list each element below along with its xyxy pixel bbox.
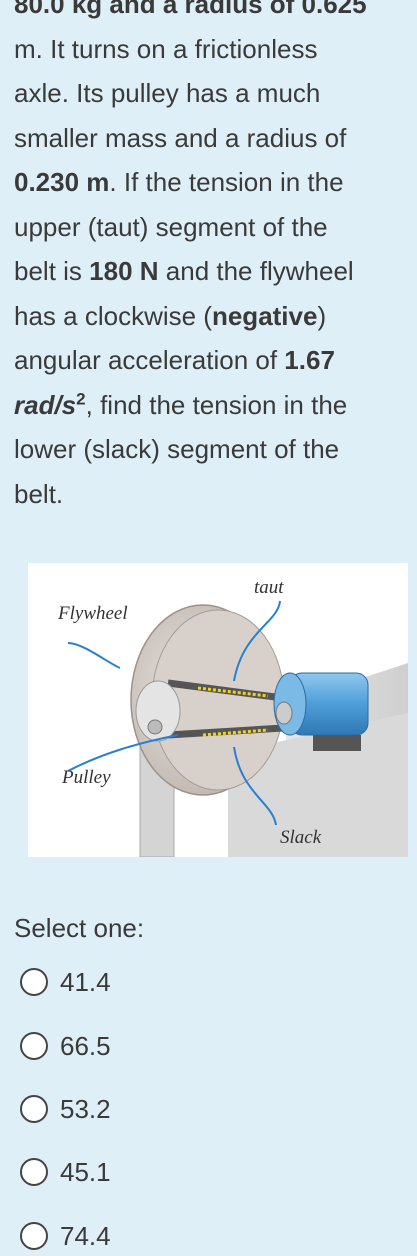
radio-button[interactable] [20,1222,48,1250]
answer-option[interactable]: 53.2 [14,1089,214,1129]
question-line: 0.230 m. If the tension in the [14,167,344,197]
answer-option[interactable]: 74.4 [14,1216,214,1256]
question-line: lower (slack) segment of the [14,434,340,464]
slack-leader [233,746,277,826]
taut-leader [233,600,281,682]
question-line: angular acceleration of 1.67 [14,345,335,375]
label-slack: Slack [280,827,322,848]
flywheel-leader [67,642,121,669]
pulley-leader [67,734,179,772]
question-line: has a clockwise (negative) [14,300,327,331]
question-line: belt is 180 N and the flywheel [14,256,354,286]
answer-option[interactable]: 45.1 [14,1152,214,1192]
answer-option[interactable]: 66.5 [14,1026,214,1066]
flywheel-pulley-figure: Flywheel Pulley taut Slack [28,563,408,857]
label-flywheel: Flywheel [57,603,128,624]
question-line: belt. [14,478,64,509]
radio-button[interactable] [20,968,48,996]
question-line: rad/s2, find the tension in the [14,388,348,420]
question-line: smaller mass and a radius of [14,122,347,153]
axle-bolt [147,719,163,735]
motor-pulley [275,701,293,725]
motor-base [313,735,361,751]
select-one-label: Select one: [14,913,145,943]
answer-option[interactable]: 41.4 [14,962,214,1002]
radio-button[interactable] [20,1032,48,1060]
question-line: 80.0 kg and a radius of 0.625 [14,0,367,19]
question-line: axle. Its pulley has a much [14,78,321,108]
pulley-hub [135,680,181,742]
question-text: 80.0 kg and a radius of 0.625 m. It turn… [14,0,414,516]
question-line: m. It turns on a frictionless [14,33,318,64]
slack-arrow [202,728,269,737]
label-pulley: Pulley [61,767,111,788]
label-taut: taut [254,577,284,598]
flywheel-illustration: Flywheel Pulley taut Slack [57,577,408,857]
radio-button[interactable] [20,1095,48,1123]
radio-button[interactable] [20,1158,48,1186]
question-line: upper (taut) segment of the [14,211,328,242]
taut-arrow [197,686,269,698]
